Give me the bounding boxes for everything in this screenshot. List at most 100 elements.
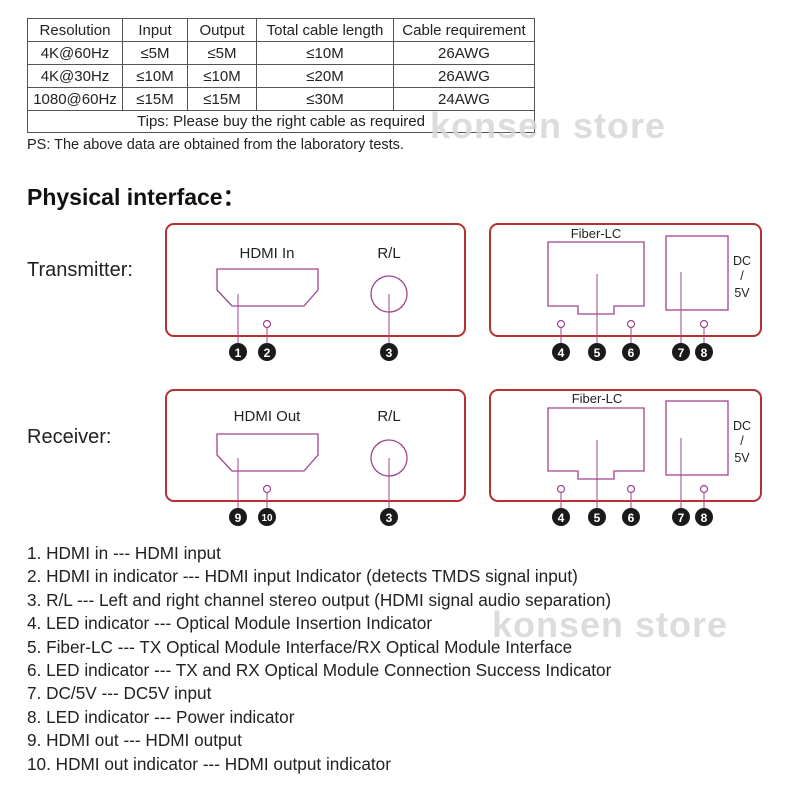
marker-circle: [622, 508, 640, 526]
marker-circle: [672, 508, 690, 526]
panel-outline: [165, 389, 466, 502]
fiber-lc-label: Fiber-LC: [571, 226, 622, 241]
marker-1: 1: [229, 343, 247, 361]
fiber-port-icon: [547, 241, 645, 315]
marker-number: 3: [386, 346, 393, 360]
marker-3: 3: [380, 508, 398, 526]
marker-circle: [258, 343, 276, 361]
rl-label: R/L: [377, 408, 400, 425]
marker-circle: [229, 508, 247, 526]
marker-2: 2: [258, 343, 276, 361]
marker-number: 8: [701, 511, 708, 525]
dc-label: DC: [733, 419, 751, 433]
legend-item: 10. HDMI out indicator --- HDMI output i…: [27, 753, 391, 774]
marker-circle: [229, 343, 247, 361]
marker-number: 7: [678, 346, 685, 360]
table-cell: 26AWG: [393, 64, 535, 88]
ps-note: PS: The above data are obtained from the…: [27, 137, 404, 153]
panel-outline: [165, 223, 466, 337]
legend-item: 5. Fiber-LC --- TX Optical Module Interf…: [27, 636, 573, 657]
marker-5: 5: [588, 343, 606, 361]
section-title: Physical interface：: [27, 184, 246, 210]
legend-item: 1. HDMI in --- HDMI input: [27, 543, 221, 563]
hdmi-out-label: HDMI Out: [234, 408, 302, 425]
table-cell: 26AWG: [393, 41, 535, 65]
fiber-port-icon: [547, 407, 645, 480]
marker-circle: [588, 343, 606, 361]
table-cell: 1080@60Hz: [27, 87, 123, 111]
column-header: Total cable length: [256, 18, 394, 42]
marker-number: 6: [628, 511, 635, 525]
marker-number: 3: [386, 511, 393, 525]
spec-table: Resolution Input Output Total cable leng…: [27, 18, 535, 133]
column-header: Input: [122, 18, 188, 42]
marker-circle: [552, 343, 570, 361]
receiver-label: Receiver:: [27, 426, 112, 448]
column-header: Resolution: [27, 18, 123, 42]
legend-item: 2. HDMI in indicator --- HDMI input Indi…: [27, 566, 578, 587]
marker-circle: [695, 508, 713, 526]
panel-outline: [489, 389, 762, 502]
marker-4: 4: [552, 343, 570, 361]
legend-item: 7. DC/5V --- DC5V input: [27, 683, 212, 704]
marker-10: 10: [258, 508, 276, 526]
receiver-rear-panel: Fiber-LC DC / 5V 4 5 6 7 8: [489, 389, 762, 526]
marker-circle: [672, 343, 690, 361]
receiver-front-panel: HDMI Out R/L 9 10 3: [165, 389, 466, 526]
rl-label: R/L: [377, 245, 400, 262]
marker-7: 7: [672, 343, 690, 361]
led-icon: [626, 484, 636, 494]
marker-number: 8: [701, 346, 708, 360]
table-cell: ≤20M: [256, 64, 394, 88]
marker-number: 7: [678, 511, 685, 525]
led-icon: [262, 484, 272, 494]
table-tips-row: Tips: Please buy the right cable as requ…: [27, 110, 535, 133]
led-icon: [556, 319, 566, 329]
table-row: 4K@60Hz ≤5M ≤5M ≤10M 26AWG: [27, 41, 535, 65]
marker-number: 4: [558, 511, 565, 525]
marker-number: 2: [264, 346, 271, 360]
marker-9: 9: [229, 508, 247, 526]
transmitter-front-panel: HDMI In R/L 1 2 3: [165, 223, 466, 361]
table-header-row: Resolution Input Output Total cable leng…: [27, 18, 535, 42]
fiber-lc-label: Fiber-LC: [572, 391, 623, 406]
marker-circle: [380, 343, 398, 361]
marker-4: 4: [552, 508, 570, 526]
table-cell: 4K@30Hz: [27, 64, 123, 88]
led-icon: [262, 319, 272, 329]
marker-number: 10: [261, 513, 273, 524]
marker-circle: [622, 343, 640, 361]
marker-circle: [695, 343, 713, 361]
marker-6: 6: [622, 343, 640, 361]
marker-circle: [380, 508, 398, 526]
legend-item: 3. R/L --- Left and right channel stereo…: [27, 589, 612, 610]
dc-slash-label: /: [740, 269, 744, 283]
hdmi-in-label: HDMI In: [239, 245, 294, 262]
hdmi-port-icon: [216, 433, 319, 472]
interface-diagram: HDMI In R/L 1 2 3 Fiber-LC DC / 5V: [165, 223, 762, 526]
dc-port-icon: [665, 400, 729, 476]
transmitter-rear-panel: Fiber-LC DC / 5V 4 5 6 7 8: [489, 223, 762, 361]
legend-item: 6. LED indicator --- TX and RX Optical M…: [27, 660, 612, 681]
marker-number: 1: [235, 346, 242, 360]
marker-circle: [258, 508, 276, 526]
table-tips: Tips: Please buy the right cable as requ…: [27, 110, 535, 133]
marker-number: 5: [594, 511, 601, 525]
marker-number: 9: [235, 511, 242, 525]
marker-circle: [588, 508, 606, 526]
led-icon: [699, 319, 709, 329]
table-cell: ≤5M: [122, 41, 188, 65]
table-cell: ≤5M: [187, 41, 257, 65]
marker-number: 5: [594, 346, 601, 360]
marker-5: 5: [588, 508, 606, 526]
table-cell: ≤15M: [122, 87, 188, 111]
5v-label: 5V: [734, 286, 750, 300]
marker-3: 3: [380, 343, 398, 361]
dc-slash-label: /: [740, 434, 744, 448]
marker-number: 4: [558, 346, 565, 360]
panel-outline: [489, 223, 762, 337]
led-icon: [626, 319, 636, 329]
led-icon: [699, 484, 709, 494]
transmitter-label: Transmitter:: [27, 259, 133, 281]
5v-label: 5V: [734, 451, 750, 465]
